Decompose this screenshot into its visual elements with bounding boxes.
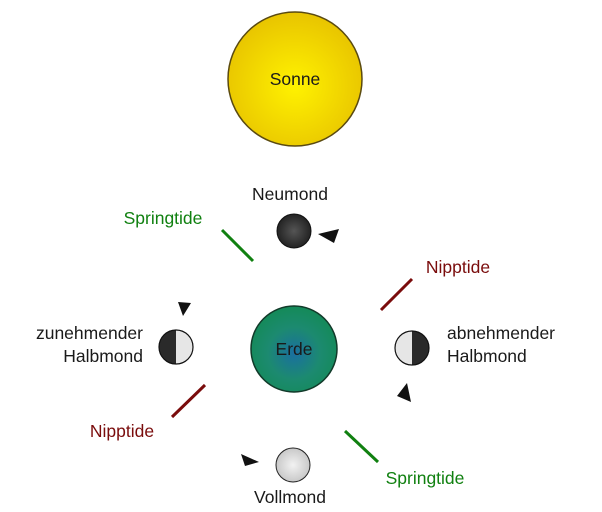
spring-tide-top-label: Springtide xyxy=(124,208,203,228)
waning-half-moon-label-line2: Halbmond xyxy=(447,346,527,366)
spring-tide-bottom-line xyxy=(343,429,380,464)
spring-tide-bottom-label: Springtide xyxy=(386,468,465,488)
full-moon-circle xyxy=(275,447,311,483)
neap-tide-left: Nipptide xyxy=(90,383,207,441)
neap-tide-right-label: Nipptide xyxy=(426,257,490,277)
sun-label: Sonne xyxy=(270,69,321,89)
new-moon: Neumond xyxy=(252,184,339,249)
spring-tide-top: Springtide xyxy=(124,208,255,263)
waxing-half-moon-outline xyxy=(158,329,194,365)
earth-label: Erde xyxy=(276,339,313,359)
spring-tide-top-line xyxy=(220,228,255,263)
neap-tide-right: Nipptide xyxy=(379,257,490,312)
half-moon-dark-side xyxy=(159,330,176,364)
full-moon: Vollmond xyxy=(241,447,326,507)
full-moon-label: Vollmond xyxy=(254,487,326,507)
sun: Sonne xyxy=(227,11,363,147)
waning-half-moon-label-line1: abnehmender xyxy=(447,323,555,343)
neap-tide-right-line xyxy=(379,277,414,312)
new-moon-label: Neumond xyxy=(252,184,328,204)
waxing-half-moon: zunehmender Halbmond xyxy=(36,302,194,366)
waning-half-moon: abnehmender Halbmond xyxy=(394,323,555,402)
orbit-arrow-icon xyxy=(241,454,259,466)
sun-circle xyxy=(227,11,363,147)
earth-circle xyxy=(250,305,338,393)
orbit-arrow-icon xyxy=(178,302,191,316)
earth: Erde xyxy=(250,305,338,393)
waning-half-moon-outline xyxy=(394,330,430,366)
half-moon-light-side xyxy=(395,331,412,365)
half-moon-dark-side xyxy=(412,331,429,365)
spring-tide-bottom: Springtide xyxy=(343,429,465,488)
half-moon-light-side xyxy=(176,330,193,364)
neap-tide-left-line xyxy=(170,383,207,419)
waxing-half-moon-label-line1: zunehmender xyxy=(36,323,143,343)
neap-tide-left-label: Nipptide xyxy=(90,421,154,441)
new-moon-circle xyxy=(276,213,312,249)
waxing-half-moon-label-line2: Halbmond xyxy=(63,346,143,366)
orbit-arrow-icon xyxy=(318,229,339,243)
orbit-arrow-icon xyxy=(397,383,411,402)
